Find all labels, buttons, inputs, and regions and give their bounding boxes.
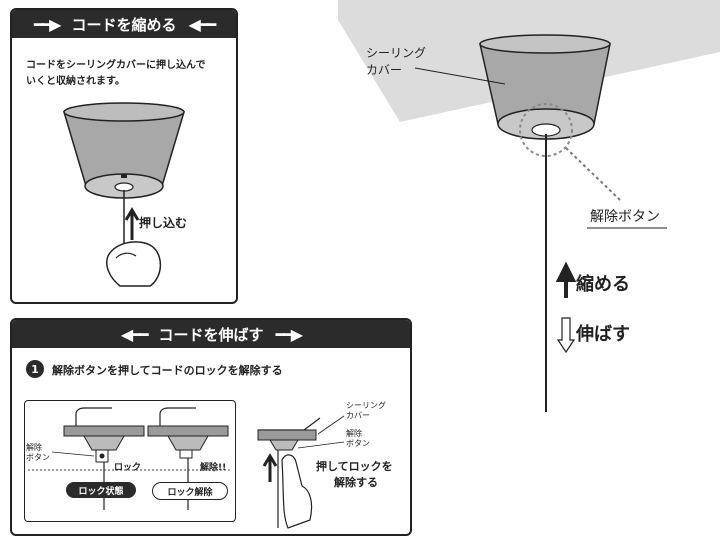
extend-panel-title-bar: ◀━━ コードを伸ばす ━━▶ bbox=[12, 320, 410, 348]
arrow-left-icon: ◀━━ bbox=[188, 14, 217, 34]
locked-state-pill: ロック状態 bbox=[66, 482, 136, 498]
step-number: 1 bbox=[31, 362, 39, 376]
unlocked-state-pill: ロック解除 bbox=[152, 482, 228, 500]
lock-label: ロック bbox=[114, 463, 142, 473]
push-label: 押し込む bbox=[139, 216, 188, 230]
extend-arrow-icon bbox=[556, 317, 576, 354]
shorten-panel: ━━▶ コードを縮める ◀━━ コードをシーリングカバーに押し込んで いくと収納… bbox=[10, 8, 238, 304]
lock-state-box bbox=[24, 400, 236, 522]
shorten-arrow-icon bbox=[555, 261, 577, 298]
main-ceiling-figure bbox=[338, 0, 720, 412]
shorten-instruction-line1: コードをシーリングカバーに押し込んで bbox=[26, 60, 206, 71]
release-button-label: 解除ボタン bbox=[590, 209, 660, 225]
arrow-left-icon: ◀━━ bbox=[120, 324, 149, 344]
cover-label-small-line2: カバー bbox=[346, 411, 370, 420]
release-button-label-line2: ボタン bbox=[26, 453, 50, 462]
push-text-line1: 押してロックを bbox=[316, 460, 393, 473]
push-text-line2: 解除する bbox=[334, 476, 378, 489]
extend-panel-title: コードを伸ばす bbox=[158, 325, 264, 344]
shorten-panel-title: コードを縮める bbox=[71, 15, 177, 34]
release-button-label-line1: 解除 bbox=[26, 443, 42, 452]
unlocked-label: 解除!! bbox=[200, 463, 227, 473]
release-button-highlight bbox=[519, 103, 573, 157]
shorten-label: 縮める bbox=[576, 274, 630, 295]
step-text: 解除ボタンを押してコードのロックを解除する bbox=[52, 364, 283, 377]
step-number-badge: 1 bbox=[26, 360, 44, 378]
arrow-right-icon: ━━▶ bbox=[33, 14, 62, 34]
arrow-right-icon: ━━▶ bbox=[275, 324, 304, 344]
shorten-panel-title-bar: ━━▶ コードを縮める ◀━━ bbox=[12, 10, 236, 38]
shorten-instruction-line2: いくと収納されます。 bbox=[26, 76, 125, 87]
release-label-small-line2: ボタン bbox=[346, 439, 370, 448]
cover-label-line1: シーリング bbox=[366, 46, 427, 60]
shorten-illustration bbox=[62, 102, 186, 287]
release-label-small-line1: 解除 bbox=[346, 429, 362, 438]
extend-label: 伸ばす bbox=[576, 324, 630, 345]
push-release-illustration bbox=[257, 415, 345, 529]
cover-label-line2: カバー bbox=[366, 63, 403, 77]
cover-label-small-line1: シーリング bbox=[346, 401, 386, 410]
extend-panel: ◀━━ コードを伸ばす ━━▶ 1 解除ボタンを押してコードのロックを解除する … bbox=[10, 318, 412, 536]
